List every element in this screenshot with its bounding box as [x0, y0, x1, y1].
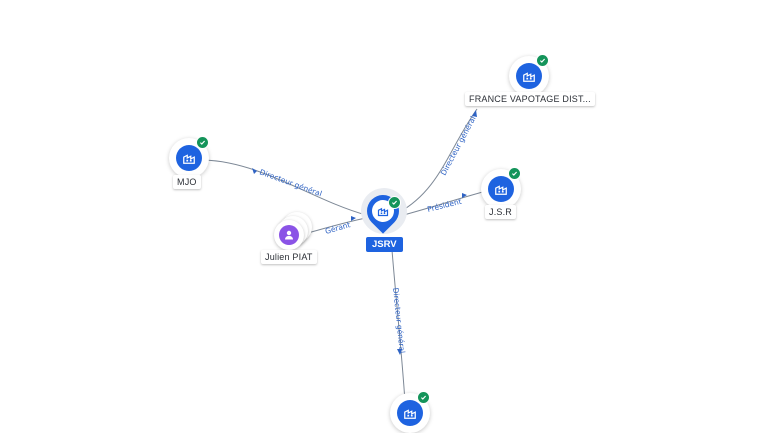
edge-label-julien: Gérant	[324, 220, 351, 236]
edge-jsrv-bottom	[391, 249, 406, 403]
verified-check-icon	[508, 167, 521, 180]
person-icon	[279, 225, 299, 245]
edge-arrow-france-vapotage	[472, 110, 477, 117]
company-icon	[176, 145, 202, 171]
edge-arrow-jsr	[462, 193, 467, 198]
edge-jsrv-france-vapotage	[397, 108, 478, 214]
node-label-jsrv: JSRV	[366, 237, 403, 252]
edge-arrow-julien	[351, 216, 356, 221]
verified-check-icon	[536, 54, 549, 67]
edge-label-france-vapotage: Directeur général	[439, 115, 478, 177]
edge-mjo-jsrv	[203, 159, 367, 216]
verified-check-icon	[196, 136, 209, 149]
node-mjo[interactable]	[169, 136, 209, 178]
node-bottom-company[interactable]	[390, 391, 430, 433]
node-france-vapotage[interactable]	[509, 54, 549, 96]
company-icon	[488, 176, 514, 202]
node-jsr[interactable]	[481, 167, 521, 209]
node-label-france-vapotage: FRANCE VAPOTAGE DIST...	[465, 92, 595, 106]
node-label-julien-piat: Julien PIAT	[261, 250, 317, 264]
edge-label-bottom: Directeur général	[391, 287, 407, 353]
verified-check-icon	[388, 196, 401, 209]
edge-arrow-bottom	[397, 349, 402, 355]
edge-label-jsr: Président	[426, 197, 462, 214]
company-icon	[516, 63, 542, 89]
verified-check-icon	[417, 391, 430, 404]
company-icon	[397, 400, 423, 426]
node-label-jsr: J.S.R	[485, 205, 517, 219]
node-label-mjo: MJO	[173, 175, 201, 189]
edge-arrow-mjo	[252, 168, 257, 174]
edge-label-mjo: Directeur général	[258, 167, 323, 198]
